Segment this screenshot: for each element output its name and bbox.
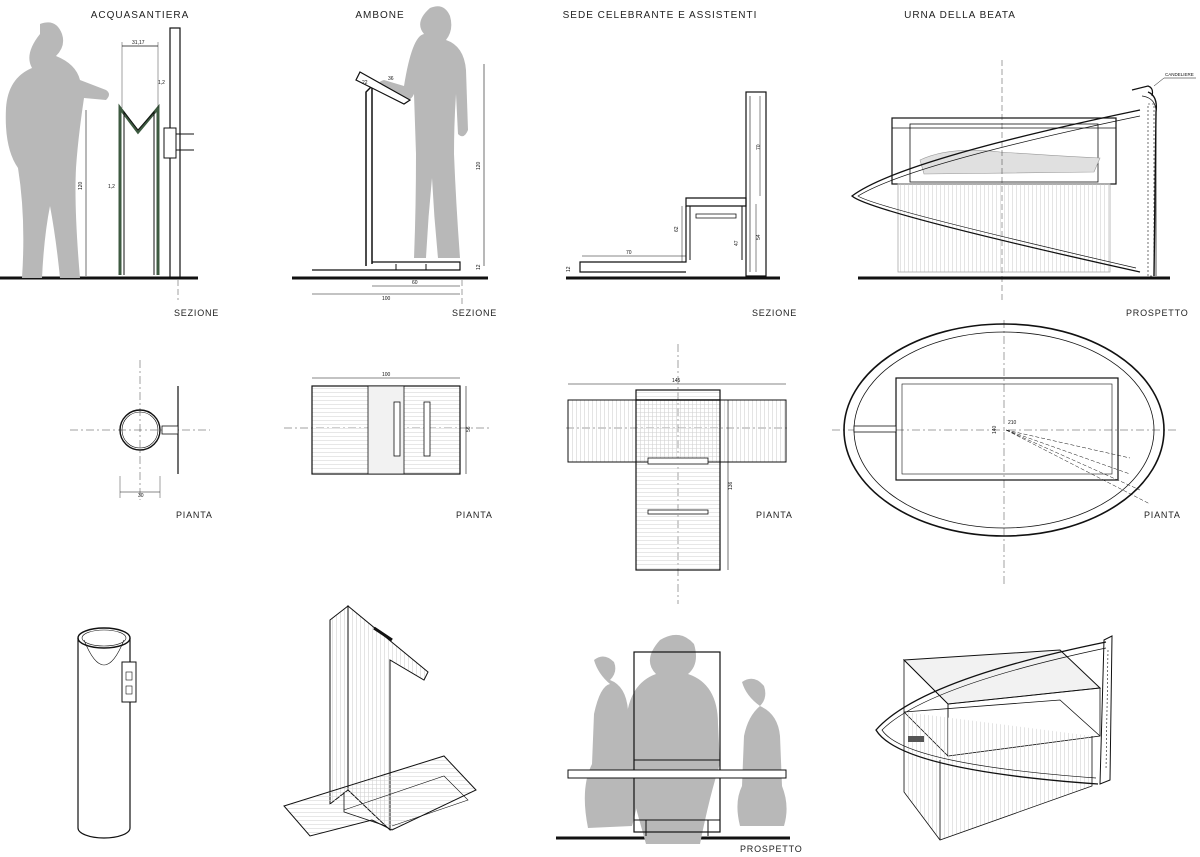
dim-sede-47: 47 bbox=[734, 240, 740, 246]
sede-section: 70 62 54 47 70 12 bbox=[566, 91, 780, 280]
celebrant-seat bbox=[635, 389, 721, 571]
axon-bracket bbox=[121, 661, 137, 703]
oval-rail bbox=[843, 323, 1165, 537]
dim-acqua-thick: 1,2 bbox=[108, 184, 115, 190]
wall-bracket bbox=[163, 127, 177, 159]
dim-ambone-base-h: 12 bbox=[476, 264, 482, 270]
font-cylinder bbox=[118, 103, 160, 275]
dim-sede-seat-h: 62 bbox=[674, 226, 680, 232]
chair-back bbox=[745, 91, 767, 277]
title-sede: SEDE CELEBRANTE E ASSISTENTI bbox=[562, 10, 758, 21]
axon-base bbox=[903, 712, 1093, 841]
platform-step bbox=[579, 206, 687, 273]
title-ambone: AMBONE bbox=[355, 10, 405, 21]
acqua-section: 31,17 1,2 120 1,2 bbox=[0, 22, 198, 300]
title-urna: URNA DELLA BEATA bbox=[904, 10, 1016, 21]
label-sede-pianta: PIANTA bbox=[756, 510, 793, 520]
label-urna-pianta: PIANTA bbox=[1144, 510, 1181, 520]
font-plan-circle bbox=[119, 409, 161, 451]
urna-plan: 210 140 bbox=[832, 320, 1176, 584]
dim-acqua-thick-top: 1,2 bbox=[158, 80, 165, 86]
ambone-section: 36 22 120 12 60 100 bbox=[292, 6, 488, 304]
dim-urna-length: 210 bbox=[1008, 420, 1017, 426]
axon-spiral-rail bbox=[875, 641, 1107, 785]
label-acqua-sezione: SEZIONE bbox=[174, 308, 220, 318]
label-ambone-sezione: SEZIONE bbox=[452, 308, 498, 318]
dim-sede-plan-w: 145 bbox=[672, 378, 681, 384]
ambone-axon bbox=[283, 604, 477, 837]
dim-sede-plan-d: 136 bbox=[728, 481, 734, 490]
dim-acqua-plan: 30 bbox=[138, 493, 144, 499]
spiral-rail bbox=[850, 109, 1141, 273]
human-silhouette bbox=[5, 22, 109, 279]
chair-frame bbox=[633, 651, 721, 833]
dim-sede-54: 54 bbox=[756, 234, 762, 240]
urna-prospetto: CANDELIERE bbox=[850, 60, 1196, 300]
label-urna-prospetto: PROSPETTO bbox=[1126, 308, 1189, 318]
axon-lectern-post bbox=[329, 604, 349, 806]
dim-ambone-plan-d: 56 bbox=[466, 426, 472, 432]
dim-acqua-height: 120 bbox=[78, 181, 84, 190]
title-acquasantiera: ACQUASANTIERA bbox=[90, 10, 190, 21]
bench bbox=[567, 769, 787, 779]
dim-ambone-total: 100 bbox=[382, 296, 391, 302]
axon-candle-post bbox=[1099, 635, 1113, 785]
axon-case-top bbox=[902, 649, 1102, 705]
lectern-base bbox=[312, 261, 461, 271]
human-silhouette bbox=[378, 6, 468, 259]
label-ambone-pianta: PIANTA bbox=[456, 510, 493, 520]
figure-right bbox=[737, 678, 787, 826]
axon-connector bbox=[908, 736, 924, 742]
figure-center bbox=[624, 634, 720, 844]
dim-sede-step: 12 bbox=[566, 266, 572, 272]
dim-ambone-tilt: 22 bbox=[362, 80, 368, 86]
urn-plan-case bbox=[895, 377, 1119, 481]
dim-sede-back: 70 bbox=[756, 144, 762, 150]
lectern-post bbox=[365, 84, 373, 266]
label-sede-sezione: SEZIONE bbox=[752, 308, 798, 318]
lectern-desk bbox=[355, 71, 412, 105]
label-acqua-pianta: PIANTA bbox=[176, 510, 213, 520]
callout-candeliere: CANDELIERE bbox=[1165, 72, 1194, 77]
dim-sede-platform: 70 bbox=[626, 250, 632, 256]
dim-ambone-desk: 36 bbox=[388, 76, 394, 82]
draped-base bbox=[897, 183, 1111, 273]
dim-urna-width: 140 bbox=[992, 425, 998, 434]
dim-ambone-height: 120 bbox=[476, 161, 482, 170]
sede-prospetto bbox=[556, 634, 790, 844]
figure-left bbox=[584, 656, 637, 828]
sede-plan: 145 136 bbox=[566, 344, 790, 604]
figure-lying bbox=[919, 149, 1101, 175]
acqua-axon bbox=[77, 627, 137, 839]
acqua-plan: 30 bbox=[70, 360, 210, 500]
label-sede-prospetto: PROSPETTO bbox=[740, 844, 803, 854]
candle-post bbox=[1147, 91, 1158, 277]
axon-lectern-base bbox=[283, 755, 477, 837]
dim-ambone-plan-w: 100 bbox=[382, 372, 391, 378]
dim-ambone-base-depth: 60 bbox=[412, 280, 418, 286]
ambone-plan: 100 56 bbox=[284, 372, 490, 475]
urna-axon bbox=[875, 635, 1113, 841]
dim-acqua-width: 31,17 bbox=[132, 40, 145, 46]
chair-seat bbox=[685, 197, 747, 207]
